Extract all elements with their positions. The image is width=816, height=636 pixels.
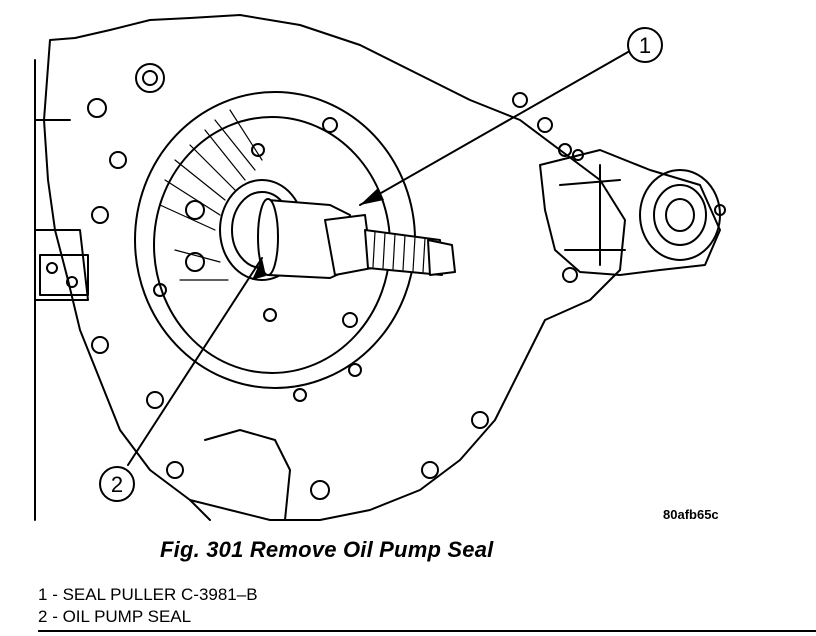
legend-item-separator: - [47,607,63,626]
callout-1-leader [359,51,629,206]
pump-ribs [159,109,263,281]
legend-item-number: 2 [38,607,48,626]
seal-puller-tool [257,198,456,279]
oil-pump-seal-illustration: 1 2 [34,14,726,521]
extension-housing [539,149,726,276]
legend-item-separator: - [47,585,63,604]
legend: 1 - SEAL PULLER C-3981–B 2 - OIL PUMP SE… [38,584,458,628]
transmission-housing-outline [43,14,626,521]
callout-2-arrowhead [252,258,266,280]
svg-text:2: 2 [111,472,123,497]
left-case-casting [34,59,89,521]
image-id: 80afb65c [663,507,719,522]
pump-bolts [153,117,362,402]
callout-2: 2 [99,466,135,502]
svg-text:1: 1 [639,33,651,58]
callout-2-leader [127,257,263,466]
legend-item-2: 2 - OIL PUMP SEAL [38,606,458,628]
housing-bolt-bosses [87,63,578,500]
callout-1: 1 [627,27,663,63]
legend-item-text: SEAL PULLER C-3981–B [62,585,258,604]
lower-housing-detail [189,429,291,521]
callout-1-arrowhead [360,188,384,205]
legend-item-number: 1 [38,585,48,604]
legend-item-text: OIL PUMP SEAL [62,607,192,626]
legend-item-1: 1 - SEAL PULLER C-3981–B [38,584,458,606]
left-bracket-bolt-2 [66,276,78,288]
left-bracket-bolt-1 [46,262,58,274]
figure-caption: Fig. 301 Remove Oil Pump Seal [160,537,494,562]
legend-divider [38,630,816,632]
left-bracket [39,254,89,296]
